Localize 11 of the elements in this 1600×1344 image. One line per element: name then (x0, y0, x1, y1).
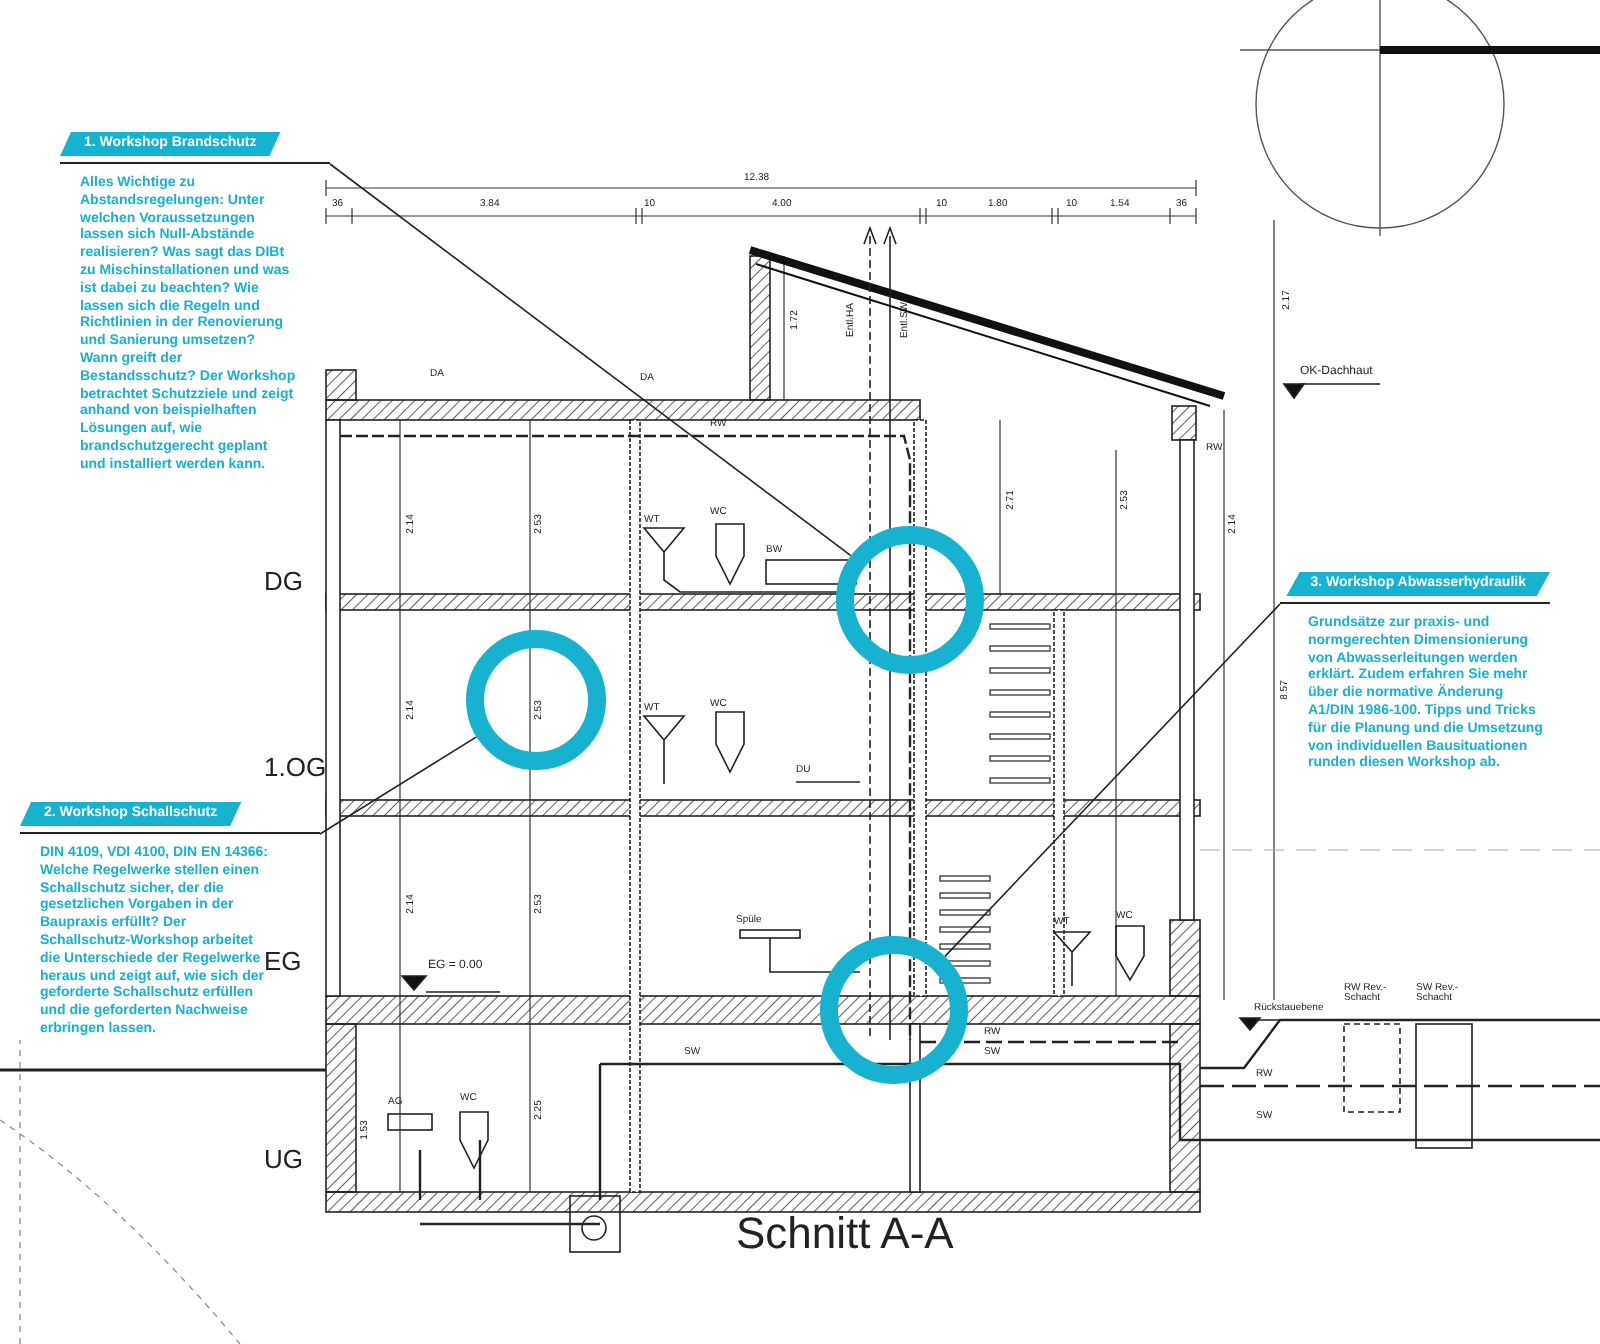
section-title: Schnitt A-A (736, 1212, 954, 1256)
floor-label: 1.OG (264, 754, 327, 780)
leader-line (944, 603, 1281, 958)
highlight-ring (466, 630, 606, 770)
highlight-ring (820, 936, 968, 1084)
leader-line (319, 736, 478, 835)
floor-label: UG (264, 1146, 303, 1172)
highlight-ring (836, 526, 984, 674)
floor-label: EG (264, 948, 302, 974)
leader-line (329, 163, 852, 557)
floor-label: DG (264, 568, 303, 594)
